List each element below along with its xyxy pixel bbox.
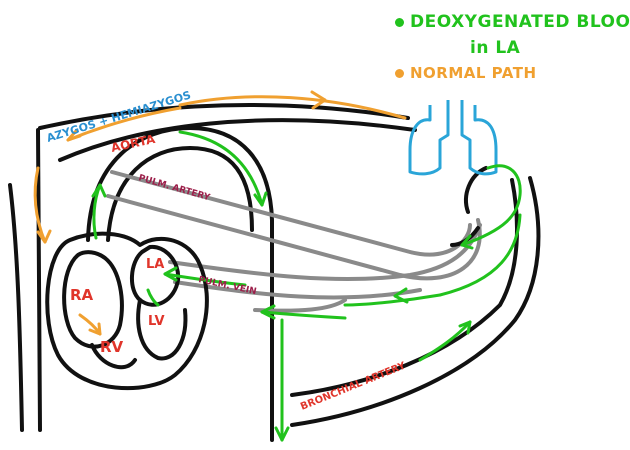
legend-deoxygenated-line2: in LA <box>470 38 520 58</box>
heart <box>47 234 207 388</box>
rv-label: RV <box>100 338 124 356</box>
legend-deoxygenated: DEOXYGENATED BLOOD <box>395 12 630 32</box>
bronchial-artery-label: BRONCHIAL ARTERY <box>299 360 408 413</box>
legend-deoxygenated-text: DEOXYGENATED BLOOD <box>410 12 630 32</box>
pulmonary-vessels <box>108 172 480 311</box>
ra-label: RA <box>70 286 94 304</box>
bronchial-artery <box>292 178 538 425</box>
lungs-icon <box>410 100 496 174</box>
aorta-label: AORTA <box>110 132 157 155</box>
legend-normal-path-text: NORMAL PATH <box>410 64 537 82</box>
azygos-label: AZYGOS + HEMIAZYGOS <box>45 89 192 145</box>
la-label: LA <box>146 257 164 272</box>
pulm-artery-label: PULM. ARTERY <box>137 173 211 203</box>
lv-label: LV <box>148 314 165 329</box>
orange-dot-icon <box>395 69 404 78</box>
legend-normal-path: NORMAL PATH <box>395 64 537 82</box>
green-dot-icon <box>395 18 404 27</box>
